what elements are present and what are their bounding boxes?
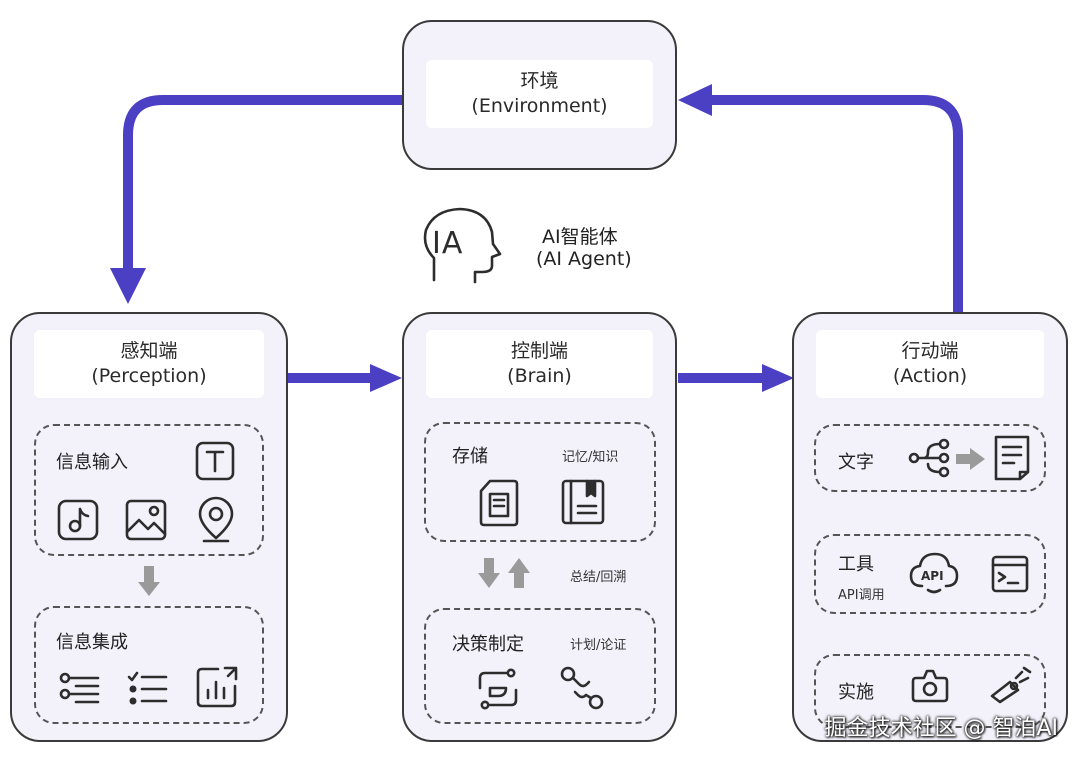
api-cloud-icon-text: API: [921, 569, 944, 583]
book-icon: [561, 479, 605, 525]
action-header: 行动端 (Action): [816, 330, 1044, 398]
info-integration-group: [34, 606, 264, 724]
embodied-group: [814, 654, 1046, 728]
document-icon: [994, 435, 1030, 481]
workflow-icon: [478, 668, 518, 710]
perception-subtitle: (Perception): [91, 365, 207, 387]
action-to-env-line: [712, 95, 963, 318]
terminal-icon: [991, 555, 1029, 593]
info-input-label: 信息输入: [56, 452, 128, 473]
agent-subtitle: (AI Agent): [536, 248, 632, 270]
perception-to-brain-arrowhead: [370, 364, 402, 392]
checklist-icon: [127, 671, 168, 705]
branch-icon: [908, 438, 950, 478]
decision-label: 决策制定: [452, 634, 524, 655]
action-to-env-arrowhead: [678, 84, 712, 116]
sd-card-icon: [479, 479, 519, 527]
tool-note: API调用: [838, 588, 885, 603]
ai-head-icon: [423, 207, 502, 284]
action-box: 行动端 (Action): [792, 312, 1068, 742]
bar-chart-icon: [196, 666, 238, 708]
route-icon: [560, 666, 604, 710]
brain-to-action-arrowhead: [762, 364, 794, 392]
ai-head-icon-text: IA: [432, 226, 464, 261]
brain-subtitle: (Brain): [507, 365, 572, 387]
brain-title: 控制端: [510, 340, 568, 362]
environment-title: 环境: [520, 70, 559, 92]
brain-box: 控制端 (Brain): [402, 312, 677, 742]
env-to-perception-arrowhead: [110, 268, 146, 304]
robot-arm-icon: [990, 666, 1032, 704]
storage-note: 记忆/知识: [562, 450, 619, 465]
perception-box: 感知端 (Perception): [10, 312, 288, 742]
music-note-icon: [57, 499, 99, 541]
env-to-perception-line: [123, 95, 403, 268]
environment-header: 环境 (Environment): [426, 60, 653, 128]
storage-label: 存储: [452, 446, 488, 467]
text-output-label: 文字: [838, 452, 874, 473]
info-input-group: [34, 424, 264, 556]
decision-note: 计划/论证: [570, 638, 627, 653]
down-up-arrows-icon: [478, 558, 530, 588]
embodied-label: 实施: [838, 682, 874, 703]
perception-header: 感知端 (Perception): [34, 330, 264, 398]
text-icon: [195, 441, 235, 481]
action-title: 行动端: [901, 340, 959, 362]
info-integration-label: 信息集成: [56, 632, 128, 653]
brain-header: 控制端 (Brain): [426, 330, 653, 398]
storage-group: [424, 422, 656, 542]
perception-title: 感知端: [120, 340, 178, 362]
api-cloud-icon: [909, 552, 959, 594]
tool-group: [814, 534, 1046, 614]
down-arrow-gray-icon: [138, 566, 160, 596]
location-pin-icon: [198, 496, 234, 543]
agent-title: AI智能体: [542, 226, 618, 248]
watermark: 掘金技术社区 @ 智泊AI: [824, 716, 1058, 741]
decision-group: [424, 608, 656, 724]
right-arrow-gray-icon: [956, 448, 985, 470]
tool-label: 工具: [838, 554, 874, 575]
environment-subtitle: (Environment): [471, 95, 608, 117]
summary-note: 总结/回溯: [570, 570, 627, 585]
camera-icon: [911, 669, 949, 703]
filter-list-icon: [59, 672, 100, 704]
environment-box: 环境 (Environment): [402, 20, 677, 170]
image-icon: [125, 499, 167, 541]
text-output-group: [814, 424, 1046, 492]
action-subtitle: (Action): [892, 365, 968, 387]
